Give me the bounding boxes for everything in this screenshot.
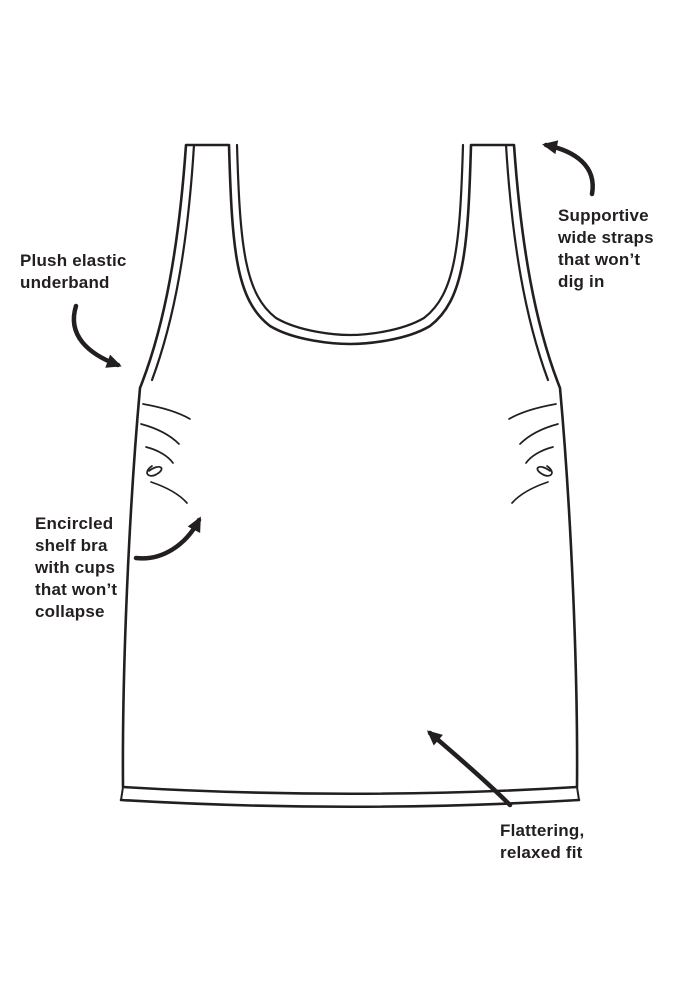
left-ruching-lines — [140, 403, 191, 504]
hem-band-line — [119, 798, 581, 809]
neckline-binding — [235, 143, 465, 337]
right-armhole-binding — [504, 143, 550, 382]
label-encircled-shelf-bra: Encircled shelf bra with cups that won’t… — [35, 514, 118, 622]
right-ruching-lines — [508, 403, 559, 504]
left-armhole-binding — [150, 143, 196, 382]
label-plush-elastic-underband: Plush elastic underband — [20, 251, 127, 293]
arrow-underband — [71, 303, 122, 368]
tank-top-outline-path — [121, 143, 579, 796]
hem-left-join — [120, 786, 124, 801]
hem-right-join — [576, 786, 580, 801]
arrow-straps — [542, 140, 595, 197]
arrow-shelf-bra — [133, 516, 202, 561]
arrow-relaxed-fit — [426, 730, 513, 808]
label-supportive-wide-straps: Supportive wide straps that won’t dig in — [558, 206, 654, 292]
label-flattering-relaxed-fit: Flattering, relaxed fit — [500, 821, 585, 863]
